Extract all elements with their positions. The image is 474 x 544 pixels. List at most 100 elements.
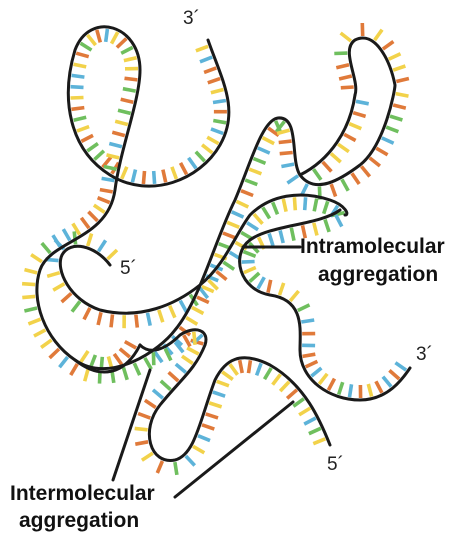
nucleotide-base [123,55,138,63]
nucleotide-base [279,150,293,156]
nucleotide-base [256,276,266,290]
nucleotide-base [157,309,165,323]
nucleotide-base [244,178,258,187]
nucleotide-base [178,299,189,313]
nucleotide-base [167,370,180,383]
nucleotide-base [196,295,210,305]
nucleotide-base [185,316,199,326]
nucleotide-base [40,338,53,349]
nucleotide-base [201,423,215,431]
nucleotide-base [24,267,38,275]
nucleotide-base [241,259,255,264]
nucleotide-base [215,270,228,281]
nucleotide-base [122,86,137,93]
nucleotide-base [96,239,108,253]
nucleotide-base [368,156,382,168]
nucleotide-base [335,63,350,70]
nucleotide-base [109,31,120,45]
nucleotide-base [210,87,224,95]
nucleotide-base [70,84,84,90]
nucleotide-base [61,228,72,242]
nucleotide-base [381,136,395,145]
nucleotide-base [171,334,184,347]
nucleotide-base [40,241,52,255]
nucleotide-base [145,312,152,326]
rna-strand-lower [138,208,412,462]
nucleotide-base [58,355,70,369]
nucleotide-base [151,388,165,400]
nucleotide-base [120,45,134,55]
nucleotide-base [292,197,298,211]
nucleotide-base [208,401,223,409]
nucleotide-base [297,303,311,313]
nucleotide-base [329,152,342,164]
nucleotide-base [308,426,322,436]
nucleotide-base [274,120,286,133]
nucleotide-base [271,201,280,215]
nucleotide-base [267,232,275,247]
nucleotide-base [248,271,261,284]
nucleotide-base [256,146,271,155]
nucleotide-base [153,350,164,364]
nucleotide-base [206,135,220,146]
rna-strand-left-arc [73,343,142,374]
nucleotide-base [52,282,66,292]
nucleotide-base [46,270,61,279]
nucleotide-base [226,220,240,229]
nucleotide-base [79,350,90,363]
nucleotide-base [312,198,319,212]
nucleotide-base [187,156,198,170]
nucleotide-base [79,41,93,52]
nucleotide-base [70,95,84,100]
nucleotide-base [114,119,129,127]
rna-strand-upper-tail [298,93,357,177]
nucleotide-base [302,197,308,211]
nucleotide-base [312,168,323,181]
intramolecular-callout-line2: aggregation [318,263,438,286]
nucleotide-base [243,265,257,275]
nucleotide-base [87,210,99,223]
nucleotide-base [170,166,179,180]
nucleotide-base [222,231,236,240]
nucleotide-base [82,368,90,382]
nucleotide-base [310,366,323,378]
nucleotide-base [228,363,239,376]
nucleotide-base [96,311,103,326]
nucleotide-base [222,260,236,271]
nucleotide-base [281,198,288,212]
nucleotide-base [27,317,42,326]
nucleotide-base [80,133,94,143]
nucleotide-base [352,110,367,119]
nucleotide-base [360,165,372,178]
intermolecular-leader-line-right [173,400,295,499]
nucleotide-base [96,196,111,205]
nucleotide-base [278,139,292,145]
nucleotide-base [252,156,267,165]
strand-upper-three-prime-label: 3´ [183,8,200,29]
nucleotide-base [340,85,354,90]
nucleotide-base [230,210,245,219]
nucleotide-base [22,294,36,300]
nucleotide-base [86,33,98,47]
nucleotide-base [271,373,282,386]
nucleotide-base [163,347,173,362]
nucleotide-base [111,130,126,138]
nucleotide-base [366,383,374,398]
nucleotide-base [337,142,350,154]
nucleotide-base [134,426,148,432]
nucleotide-base [60,291,73,304]
nucleotide-base [192,444,206,455]
nucleotide-base [207,76,221,85]
nucleotide-base [277,282,286,296]
nucleotide-base [288,289,300,303]
nucleotide-base [151,170,157,185]
intermolecular-leader-line-left [111,368,152,482]
nucleotide-base [207,278,219,291]
nucleotide-base [240,189,254,198]
nucleotide-base [221,370,234,381]
nucleotide-base [109,314,115,328]
nucleotide-base [347,384,354,398]
nucleotide-base [254,362,263,377]
nucleotide-base [212,98,227,105]
